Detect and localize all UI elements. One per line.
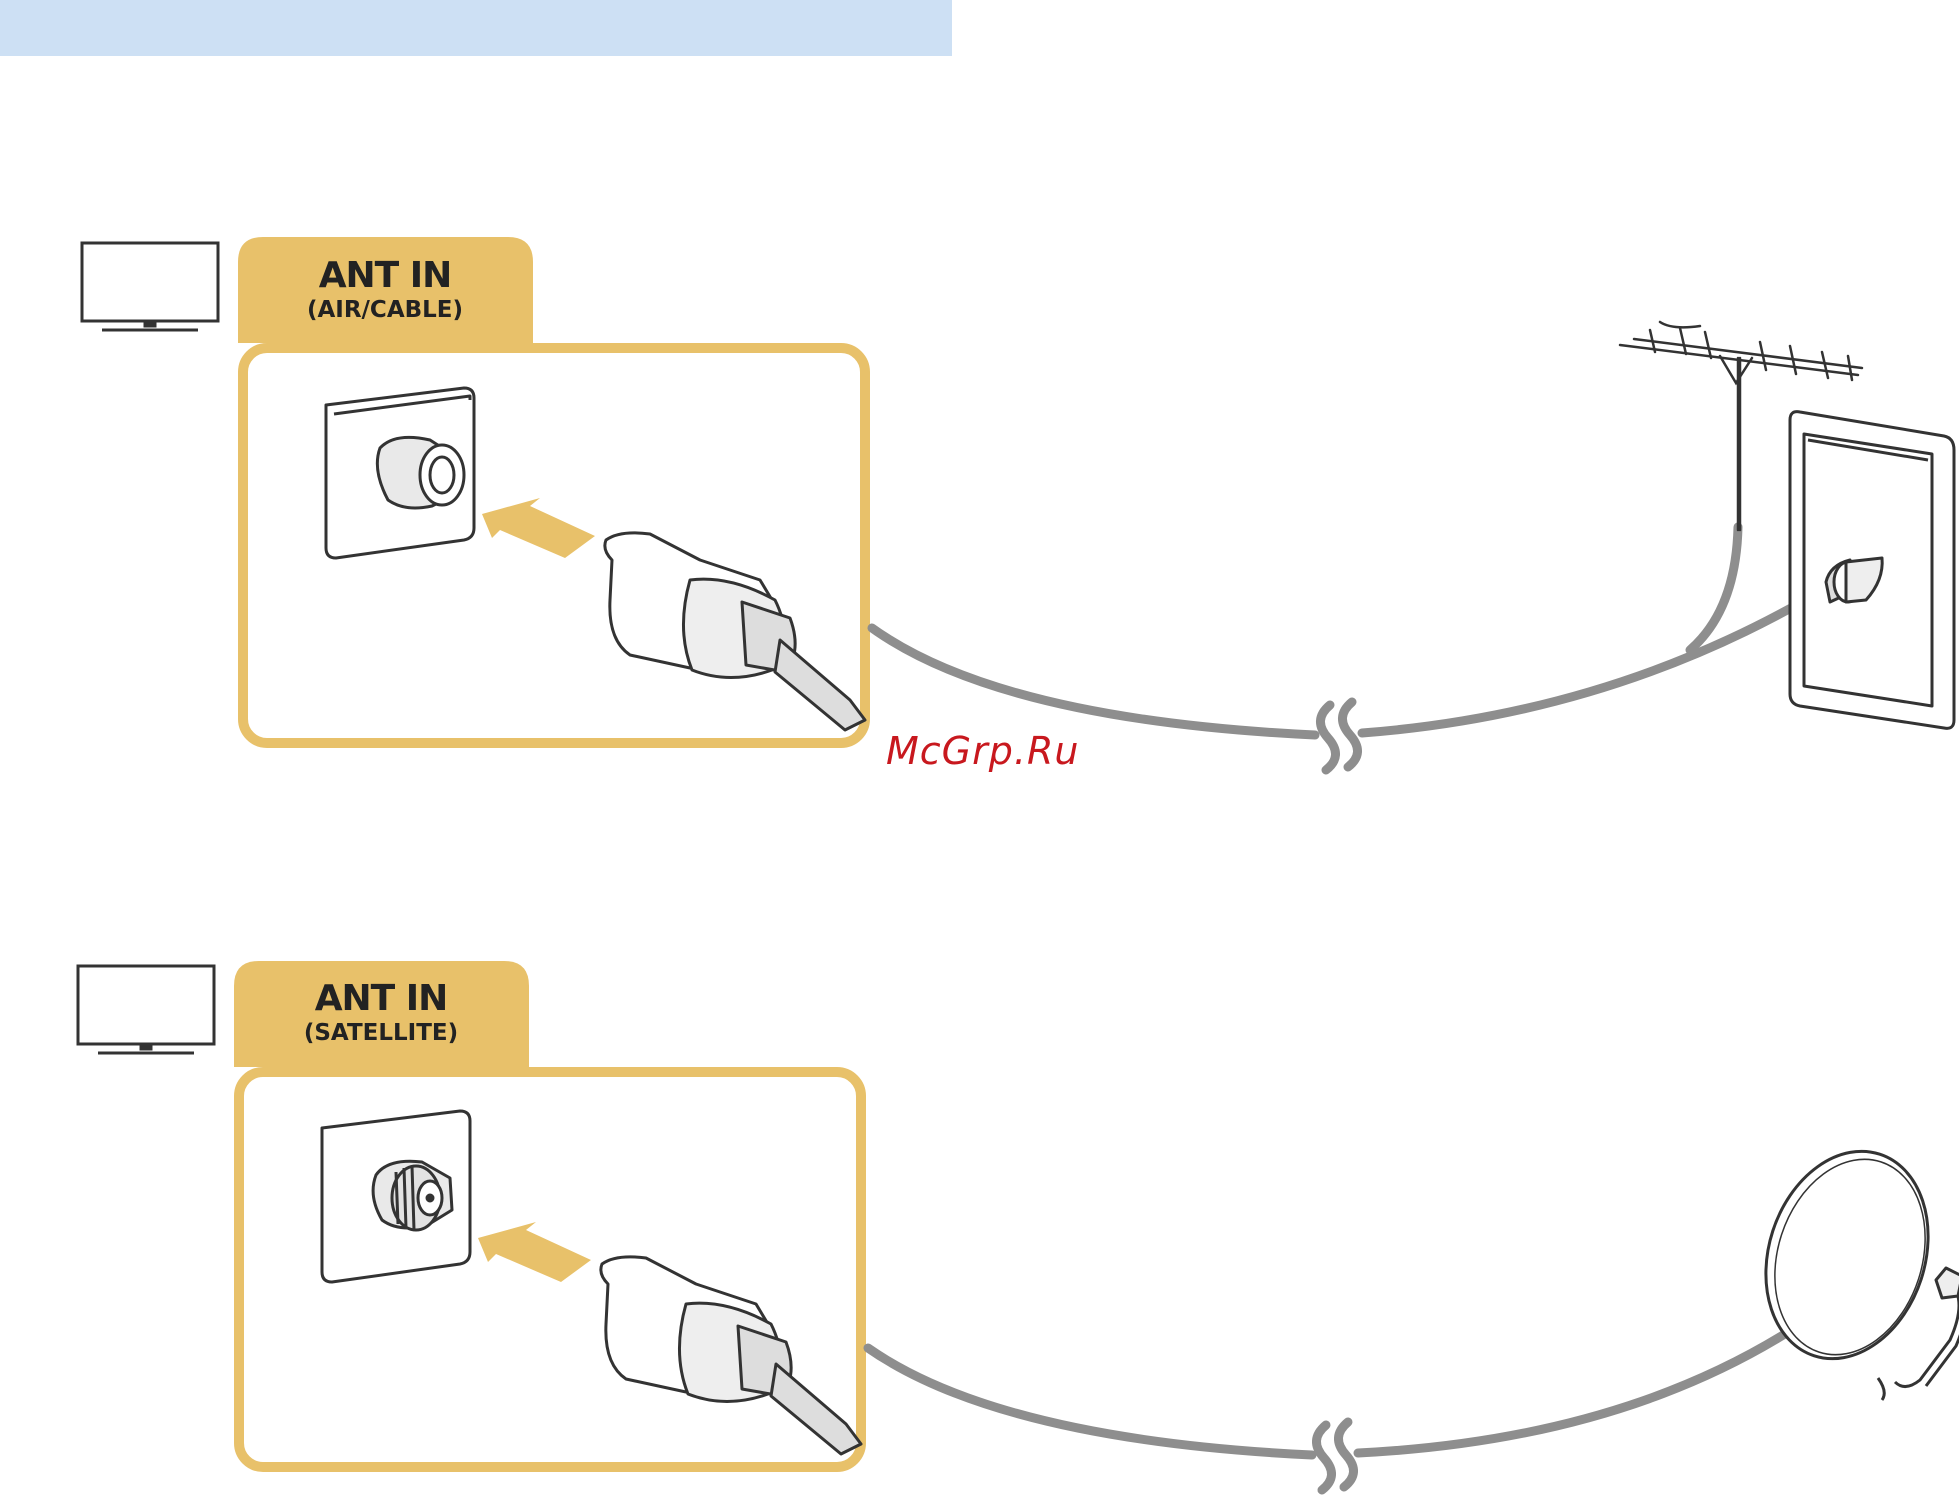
panel-title: ANT IN [319, 255, 452, 296]
panel-subtitle: (SATELLITE) [304, 1020, 458, 1046]
cable [872, 628, 1315, 735]
cable-break-icon [1316, 1422, 1353, 1490]
cable [1362, 603, 1800, 733]
satellite-dish-icon [1740, 1130, 1959, 1400]
cable [1690, 527, 1738, 650]
panel-title: ANT IN [315, 978, 448, 1019]
cable [868, 1348, 1312, 1455]
watermark: McGrp.Ru [886, 729, 1079, 773]
cable-break-icon [1320, 702, 1357, 770]
tv-icon [78, 966, 214, 1053]
wall-outlet-icon [1790, 412, 1954, 729]
panel-air-cable: ANT IN (AIR/CABLE) [82, 237, 1954, 770]
cable [1358, 1327, 1796, 1453]
coaxial-jack-icon [326, 388, 474, 558]
panel-subtitle: (AIR/CABLE) [307, 297, 463, 323]
f-type-jack-icon [322, 1111, 470, 1282]
tv-icon [82, 243, 218, 330]
panel-satellite: ANT IN (SATELLITE) [78, 961, 1959, 1490]
